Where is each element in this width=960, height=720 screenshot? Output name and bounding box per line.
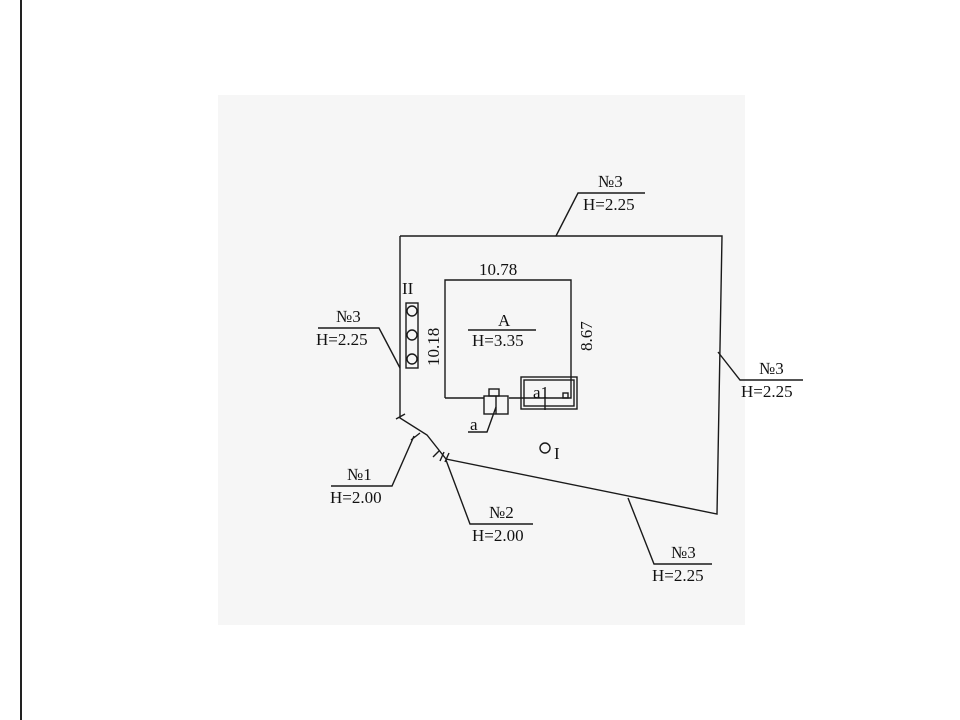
structure-ii-shape bbox=[405, 302, 419, 369]
plan-sheet bbox=[218, 95, 745, 625]
leader-top bbox=[555, 192, 645, 237]
gate2-label: №2 H=2.00 bbox=[472, 503, 524, 545]
building-a-height: H=3.35 bbox=[472, 331, 524, 350]
fence-left-number: №3 bbox=[336, 307, 361, 326]
page-border-line bbox=[20, 0, 22, 720]
building-depth-dimension-left: 10.18 bbox=[424, 328, 443, 366]
leader-gate1 bbox=[331, 435, 415, 487]
fence-bottom-right-number: №3 bbox=[671, 543, 696, 562]
structure-ii-circle-2 bbox=[406, 329, 418, 341]
structure-ii-circle-1 bbox=[406, 305, 418, 317]
annex-a1-small-square bbox=[562, 392, 569, 399]
leader-right bbox=[717, 351, 803, 381]
gate1-label: №1 H=2.00 bbox=[330, 465, 382, 507]
building-width-dimension: 10.78 bbox=[479, 260, 517, 279]
fence-right-number: №3 bbox=[759, 359, 784, 378]
structure-ii-label: II bbox=[402, 279, 414, 298]
leader-gate2 bbox=[445, 459, 533, 525]
fence-top-number: №3 bbox=[598, 172, 623, 191]
structure-i-label: I bbox=[554, 444, 560, 463]
gate2-number: №2 bbox=[489, 503, 514, 522]
fence-right-label: №3 H=2.25 bbox=[741, 359, 793, 401]
fence-bottom-right-height: H=2.25 bbox=[652, 566, 704, 585]
gate2-height: H=2.00 bbox=[472, 526, 524, 545]
leader-bottom-right bbox=[627, 497, 712, 565]
gate1-number: №1 bbox=[347, 465, 372, 484]
fence-left-height: H=2.25 bbox=[316, 330, 368, 349]
leader-left bbox=[318, 327, 401, 369]
annex-a1-inner bbox=[523, 379, 575, 407]
building-a-outline bbox=[444, 279, 572, 399]
structure-i-circle bbox=[539, 442, 551, 454]
gate1-height: H=2.00 bbox=[330, 488, 382, 507]
fence-bottom-right-label: №3 H=2.25 bbox=[652, 543, 704, 585]
annex-a1-shape bbox=[520, 376, 578, 410]
annex-a-porch bbox=[488, 388, 500, 397]
fence-top-height: H=2.25 bbox=[583, 195, 635, 214]
building-depth-dimension-right: 8.67 bbox=[577, 321, 596, 351]
fence-top-label: №3 H=2.25 bbox=[583, 172, 635, 214]
annex-a1-label: а1 bbox=[533, 383, 549, 402]
annex-a-label: а bbox=[470, 415, 478, 434]
building-a-label: А bbox=[498, 311, 511, 330]
leader-annex-a bbox=[468, 406, 497, 433]
plot-boundary bbox=[399, 235, 723, 515]
fence-right-height: H=2.25 bbox=[741, 382, 793, 401]
fence-left-label: №3 H=2.25 bbox=[316, 307, 368, 349]
structure-ii-circle-3 bbox=[406, 353, 418, 365]
